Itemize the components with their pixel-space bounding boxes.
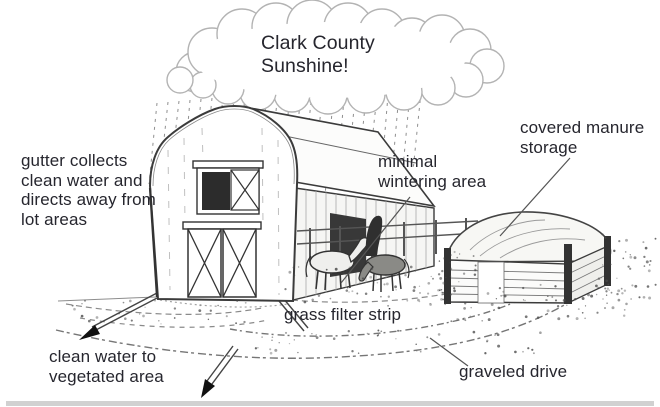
- leader-line-wintering: [340, 196, 411, 284]
- horse: [305, 237, 369, 291]
- clean-water-label: clean water to vegetated area: [49, 347, 164, 386]
- graveled-drive-label: graveled drive: [459, 362, 568, 381]
- downspout-pipe-bottom: [206, 345, 239, 385]
- gutter-downspout: [148, 187, 159, 298]
- bottom-scan-strip: [6, 401, 654, 406]
- storage-opening: [477, 261, 505, 304]
- downspout-pipe-left: [91, 292, 160, 332]
- ground-stipple: [71, 233, 657, 355]
- flow-arrow-bottom-icon: [201, 379, 215, 398]
- gutter-note: gutter collects clean water and directs …: [21, 151, 156, 230]
- covered-manure-storage-label: covered manure storage: [520, 118, 645, 157]
- minimal-wintering-area-label: minimal wintering area: [378, 152, 487, 191]
- grass-filter-strip-label: grass filter strip: [284, 305, 402, 324]
- horse: [358, 254, 410, 292]
- cloud-icon: [166, 0, 505, 115]
- leader-line-drive: [429, 337, 469, 367]
- manure-storage: [444, 211, 612, 305]
- dark-horse-figure: [365, 215, 383, 256]
- barn-doors: [182, 221, 262, 298]
- leader-line-manure: [499, 157, 571, 237]
- loft-window: [192, 160, 264, 215]
- flow-arrow-left-icon: [79, 325, 100, 340]
- ground-line: [57, 296, 157, 302]
- cloud-caption: Clark County Sunshine!: [261, 32, 375, 78]
